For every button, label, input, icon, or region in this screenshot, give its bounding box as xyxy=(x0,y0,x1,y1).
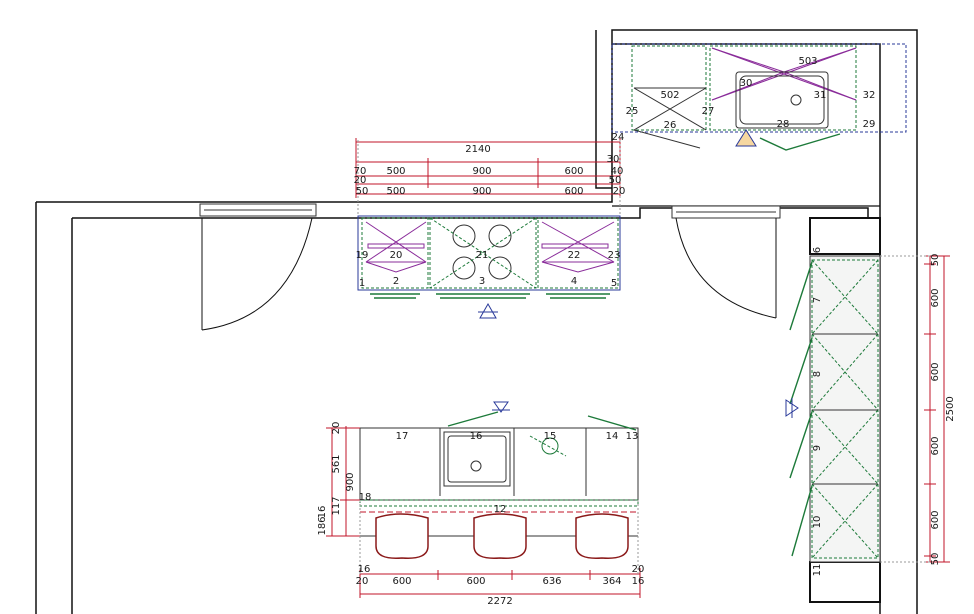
walls xyxy=(35,29,918,614)
dim-top-r2-right: 50 xyxy=(609,175,622,186)
dim-right-4: 600 xyxy=(930,510,941,529)
module-3: 3 xyxy=(479,276,485,287)
dim-island-depth-c: 186 xyxy=(317,516,328,535)
module-29: 29 xyxy=(863,119,876,130)
dim-top-r1-top: 30 xyxy=(607,154,620,165)
dim-island-depth-d: 16 xyxy=(317,506,328,519)
module-31: 31 xyxy=(814,90,827,101)
alcove-cabinets xyxy=(611,43,907,151)
module-13: 13 xyxy=(626,431,639,442)
module-22: 22 xyxy=(568,250,581,261)
module-4: 4 xyxy=(571,276,577,287)
dim-top-r3-a: 500 xyxy=(386,186,405,197)
module-2: 2 xyxy=(393,276,399,287)
module-24: 24 xyxy=(612,132,625,143)
dim-top-r1-a: 500 xyxy=(386,166,405,177)
view-marker-top xyxy=(478,302,498,319)
dim-top-r3-b: 900 xyxy=(472,186,491,197)
module-15: 15 xyxy=(544,431,557,442)
module-18: 18 xyxy=(359,492,372,503)
dim-right-bottom: 50 xyxy=(930,553,941,566)
dim-top-r1-c: 600 xyxy=(564,166,583,177)
module-26: 26 xyxy=(664,120,677,131)
dim-island-d: 364 xyxy=(602,576,621,587)
dim-top-r3-c: 600 xyxy=(564,186,583,197)
module-6: 6 xyxy=(812,247,823,253)
module-1: 1 xyxy=(359,278,365,289)
module-11: 11 xyxy=(812,564,823,577)
dim-island-total: 2272 xyxy=(487,596,512,607)
island-depth-dimensions xyxy=(326,426,360,537)
dim-right-3: 600 xyxy=(930,436,941,455)
module-17: 17 xyxy=(396,431,409,442)
dim-island-right-top: 20 xyxy=(632,564,645,575)
dim-island-depth-total: 900 xyxy=(345,472,356,491)
module-21: 21 xyxy=(476,250,489,261)
dim-island-depth-a: 561 xyxy=(331,454,342,473)
dim-right-1: 600 xyxy=(930,288,941,307)
dim-top-r2-left: 20 xyxy=(354,175,367,186)
module-23: 23 xyxy=(608,250,621,261)
module-28: 28 xyxy=(777,119,790,130)
module-7: 7 xyxy=(812,297,823,303)
module-25: 25 xyxy=(626,106,639,117)
module-30: 30 xyxy=(740,78,753,89)
dim-right-total: 2500 xyxy=(945,396,956,421)
island-dim-guides xyxy=(359,500,639,574)
dim-top-r1-right: 40 xyxy=(611,166,624,177)
dim-right-top: 50 xyxy=(930,254,941,267)
dim-top-r1-left: 70 xyxy=(354,166,367,177)
dim-island-right-bottom: 16 xyxy=(632,576,645,587)
dim-island-left-top: 16 xyxy=(358,564,371,575)
dim-island-depth-top: 20 xyxy=(331,422,342,435)
module-14: 14 xyxy=(606,431,619,442)
top-cabinet-run xyxy=(357,215,621,299)
island-width-dimensions xyxy=(359,568,641,598)
dim-island-c: 636 xyxy=(542,576,561,587)
module-9: 9 xyxy=(812,445,823,451)
dim-top-r3-left: 50 xyxy=(356,186,369,197)
dim-island-b: 600 xyxy=(466,576,485,587)
dim-island-depth-b: 117 xyxy=(331,496,342,515)
dim-top-total: 2140 xyxy=(465,144,490,155)
module-8: 8 xyxy=(812,371,823,377)
module-5: 5 xyxy=(611,278,617,289)
module-12: 12 xyxy=(494,504,507,515)
module-16: 16 xyxy=(470,431,483,442)
module-20: 20 xyxy=(390,250,403,261)
dim-top-r3-right: 20 xyxy=(613,186,626,197)
module-32: 32 xyxy=(863,90,876,101)
module-503: 503 xyxy=(798,56,817,67)
dim-island-a: 600 xyxy=(392,576,411,587)
right-dim-guides xyxy=(880,255,930,563)
module-502: 502 xyxy=(660,90,679,101)
island xyxy=(359,401,639,559)
door-swings xyxy=(201,217,777,331)
module-19: 19 xyxy=(356,250,369,261)
module-10: 10 xyxy=(812,516,823,529)
right-wall-units xyxy=(785,217,881,603)
dim-island-left-bottom: 20 xyxy=(356,576,369,587)
module-27: 27 xyxy=(702,106,715,117)
dim-top-r1-b: 900 xyxy=(472,166,491,177)
dim-right-2: 600 xyxy=(930,362,941,381)
